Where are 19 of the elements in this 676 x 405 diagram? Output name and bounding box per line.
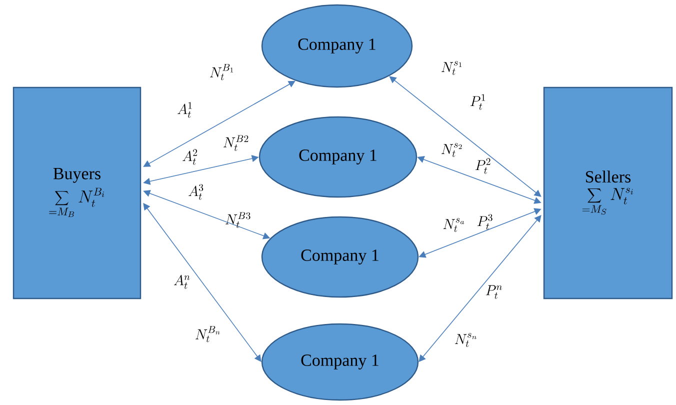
math-label: $N_t^{s_1}$ bbox=[441, 61, 462, 75]
math-label: $N_t^{s_n}$ bbox=[454, 333, 476, 347]
math-label: $N_t^{s_2}$ bbox=[441, 143, 462, 157]
math-label: $P_t^3$ bbox=[477, 214, 492, 230]
math-label: $N_t^{s_a}$ bbox=[443, 218, 464, 232]
math-label: $A_t^n$ bbox=[174, 274, 190, 289]
math-label: $N_t^{B_n}$ bbox=[196, 326, 220, 342]
math-label: $N_t^{B_1}$ bbox=[210, 64, 233, 80]
math-label: $P_t^n$ bbox=[486, 285, 502, 299]
math-label: $P_t^2$ bbox=[475, 158, 490, 174]
math-label: $A_t^1$ bbox=[177, 102, 192, 118]
group-box: Sellers $\sum_{=M_S} N_t^{s_i}$ bbox=[543, 86, 673, 300]
math-label: $N_t^{B2}$ bbox=[223, 135, 248, 151]
math-label: $P_t^1$ bbox=[470, 94, 485, 110]
group-box: Buyers $\sum_{=M_B} N_t^{B_i}$ bbox=[12, 86, 142, 300]
arrow bbox=[389, 76, 542, 197]
math-label: $A_t^3$ bbox=[188, 184, 204, 200]
math-label: $N_t^{B3}$ bbox=[225, 212, 250, 228]
math-label: $A_t^2$ bbox=[182, 149, 198, 165]
